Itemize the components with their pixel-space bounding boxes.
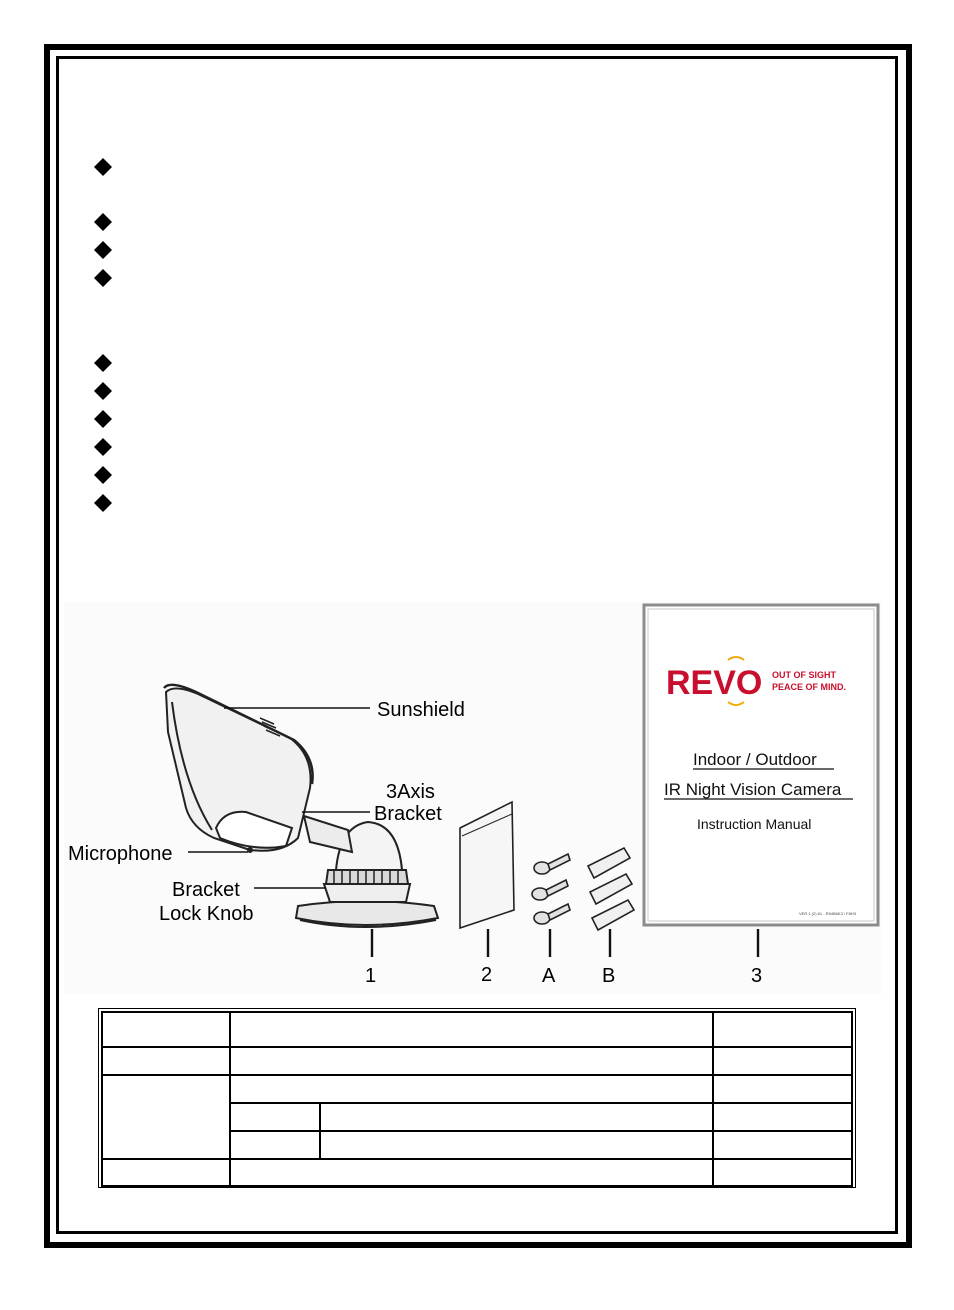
table-cell (319, 1130, 715, 1160)
table-cell (228, 1046, 715, 1076)
instruction-manual-cover: REVO OUT OF SIGHT PEACE OF MIND. Indoor … (642, 603, 880, 927)
revo-tagline-line1: OUT OF SIGHT (772, 670, 837, 680)
diamond-bullet-icon (94, 354, 112, 372)
callout-bracket-lock: Bracket (172, 879, 240, 901)
page-outer-border (44, 44, 912, 1248)
diamond-bullet-icon (94, 269, 112, 287)
table-cell (101, 1074, 231, 1160)
diamond-bullet-icon (94, 158, 112, 176)
package-contents-illustration: Sunshield 3Axis Bracket Microphone Brack… (68, 603, 880, 987)
manual-version-code: VER 1 (2) 61 - R54B6K3 / F8H3 (799, 911, 857, 916)
table-cell (228, 1011, 715, 1048)
table-cell (101, 1046, 231, 1076)
table-row (101, 1158, 853, 1187)
diamond-bullet-icon (94, 410, 112, 428)
diamond-bullet-icon (94, 438, 112, 456)
package-contents-table (98, 1008, 856, 1188)
table-row (102, 1130, 853, 1160)
callout-bracket: Bracket (374, 803, 442, 825)
item-number-1: 1 (365, 965, 376, 987)
diamond-bullet-icon (94, 213, 112, 231)
table-cell (712, 1046, 853, 1076)
diamond-bullet-icon (94, 466, 112, 484)
table-cell (712, 1074, 853, 1104)
logo-signal-icon (727, 701, 745, 706)
camera-illustration (163, 683, 440, 928)
revo-tagline-line2: PEACE OF MIND. (772, 682, 846, 692)
item-letter-a: A (542, 965, 556, 987)
manual-subtitle: Instruction Manual (697, 816, 811, 832)
table-cell (228, 1074, 715, 1104)
table-cell (101, 1158, 231, 1187)
revo-logo: REVO (666, 664, 762, 702)
manual-title-line1: Indoor / Outdoor (693, 750, 817, 769)
table-cell (319, 1102, 715, 1132)
diamond-bullet-icon (94, 382, 112, 400)
accessory-bag (459, 800, 515, 930)
table-cell (712, 1130, 853, 1160)
item-number-3: 3 (751, 965, 762, 987)
callout-lock-knob: Lock Knob (159, 903, 254, 925)
item-letter-b: B (602, 965, 615, 987)
page-inner-border (56, 56, 898, 1234)
callout-microphone: Microphone (68, 843, 173, 865)
table-row (101, 1074, 853, 1160)
package-contents-figure: Sunshield 3Axis Bracket Microphone Brack… (64, 602, 882, 994)
manual-title-line2: IR Night Vision Camera (664, 780, 842, 799)
diamond-bullet-icon (94, 241, 112, 259)
screws-illustration (531, 852, 571, 925)
table-header-row (101, 1011, 853, 1048)
wall-anchors-illustration (586, 846, 636, 932)
table-row (101, 1046, 853, 1076)
callout-sunshield: Sunshield (377, 699, 465, 721)
table-cell (712, 1102, 853, 1132)
table-cell (228, 1130, 322, 1160)
table-cell (712, 1158, 853, 1187)
callout-3axis: 3Axis (386, 781, 435, 803)
table-cell (101, 1011, 231, 1048)
diamond-bullet-icon (94, 494, 112, 512)
table-row (102, 1102, 853, 1132)
logo-signal-icon (727, 656, 745, 661)
table-cell (228, 1102, 322, 1132)
table-cell (228, 1158, 715, 1187)
item-number-2: 2 (481, 964, 492, 986)
item-indicator-lines (370, 929, 760, 957)
callout-leaders (188, 707, 370, 889)
table-cell (712, 1011, 853, 1048)
